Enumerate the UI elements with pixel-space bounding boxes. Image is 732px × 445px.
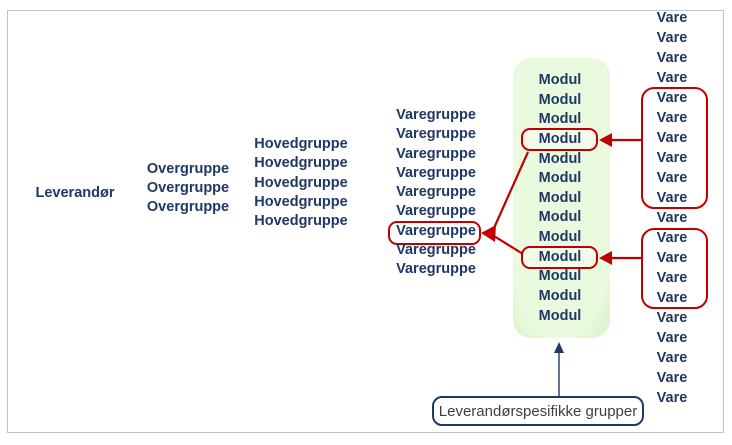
vare-label: Vare: [656, 190, 688, 206]
varegruppe-label: Varegruppe: [396, 107, 476, 123]
vare-label: Vare: [656, 30, 688, 46]
modul-label: Modul: [538, 209, 582, 226]
vare-label: Vare: [656, 90, 688, 106]
vare-label: Vare: [656, 70, 688, 86]
varegruppe-label: Varegruppe: [396, 242, 476, 259]
varegruppe-label: Varegruppe: [396, 184, 476, 201]
highlight-box-modul-lower: [521, 246, 598, 269]
varegruppe-label: Varegruppe: [396, 145, 476, 162]
leverandor-label: Leverandør: [35, 185, 115, 201]
hovedgruppe-label: Hovedgruppe: [254, 155, 348, 172]
hovedgruppe-label: Hovedgruppe: [254, 174, 348, 191]
overgruppe-label: Overgruppe: [146, 161, 230, 177]
overgruppe-label: Overgruppe: [146, 199, 230, 216]
vare-label: Vare: [656, 350, 688, 366]
modul-group-panel: [513, 58, 610, 338]
vare-label: Vare: [656, 150, 688, 166]
vare-label: Vare: [656, 130, 688, 146]
overgruppe-label: Overgruppe: [146, 180, 230, 197]
highlight-box-varegruppe: [388, 221, 481, 245]
modul-label: Modul: [538, 189, 582, 206]
varegruppe-label: Varegruppe: [396, 164, 476, 181]
hovedgruppe-label: Hovedgruppe: [254, 213, 348, 230]
modul-label: Modul: [538, 130, 582, 147]
vare-label: Vare: [656, 230, 688, 246]
column-leverandor: Leverandør: [25, 184, 125, 203]
hovedgruppe-label: Hovedgruppe: [254, 193, 348, 210]
modul-label: Modul: [538, 91, 582, 108]
vare-label: Vare: [656, 370, 688, 386]
highlight-box-vare-lower: [641, 228, 708, 309]
vare-label: Vare: [656, 210, 688, 226]
varegruppe-label: Varegruppe: [396, 222, 476, 239]
modul-label: Modul: [538, 72, 582, 88]
vare-label: Vare: [656, 270, 688, 286]
modul-label: Modul: [538, 111, 582, 128]
varegruppe-label: Varegruppe: [396, 261, 476, 278]
diagram-frame: [7, 10, 724, 433]
vare-label: Vare: [656, 390, 688, 406]
callout-label: Leverandørspesifikke grupper: [438, 402, 638, 420]
modul-label: Modul: [538, 170, 582, 187]
highlight-box-modul-upper: [521, 128, 598, 151]
callout-box: Leverandørspesifikke grupper: [432, 396, 644, 426]
varegruppe-label: Varegruppe: [396, 126, 476, 143]
modul-label: Modul: [538, 288, 582, 305]
highlight-box-vare-upper: [641, 87, 708, 209]
modul-label: Modul: [538, 150, 582, 167]
varegruppe-label: Varegruppe: [396, 203, 476, 220]
vare-label: Vare: [656, 330, 688, 346]
vare-label: Vare: [656, 10, 688, 26]
vare-label: Vare: [656, 310, 688, 326]
hovedgruppe-label: Hovedgruppe: [254, 136, 348, 152]
vare-label: Vare: [656, 110, 688, 126]
vare-label: Vare: [656, 170, 688, 186]
vare-label: Vare: [656, 290, 688, 306]
vare-label: Vare: [656, 250, 688, 266]
modul-label: Modul: [538, 268, 582, 285]
modul-label: Modul: [538, 248, 582, 265]
modul-label: Modul: [538, 307, 582, 324]
modul-label: Modul: [538, 229, 582, 246]
vare-label: Vare: [656, 50, 688, 66]
